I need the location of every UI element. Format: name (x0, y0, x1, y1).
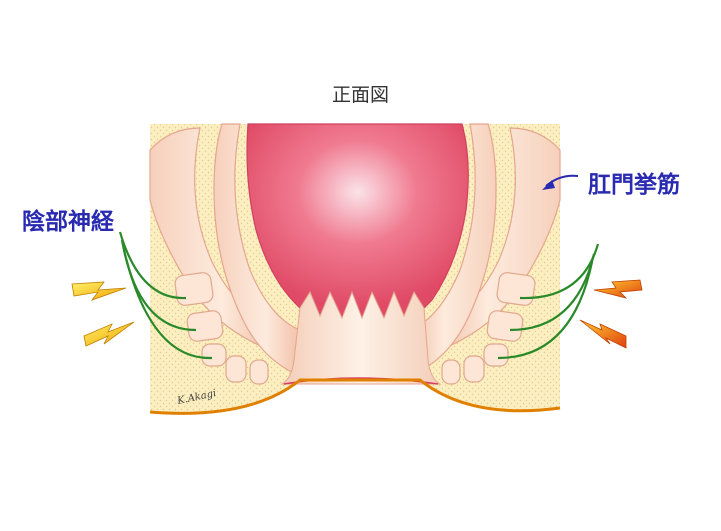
lightning-icon (83, 321, 135, 347)
lightning-icon (593, 279, 643, 299)
pelvic-wall-left (213, 123, 301, 377)
sphincter-left (174, 272, 269, 385)
page-title: 正面図 (331, 84, 389, 106)
levator-ani-label: 肛門挙筋 (588, 172, 680, 198)
lightning-icon (579, 319, 627, 349)
pudendal-nerve-label: 陰部神経 (22, 209, 114, 235)
skin-outline (149, 378, 561, 415)
anal-canal (280, 290, 442, 385)
pudendal-nerve-right (497, 243, 600, 360)
pudendal-nerve-left (118, 231, 213, 360)
lightning-icon (71, 281, 127, 301)
